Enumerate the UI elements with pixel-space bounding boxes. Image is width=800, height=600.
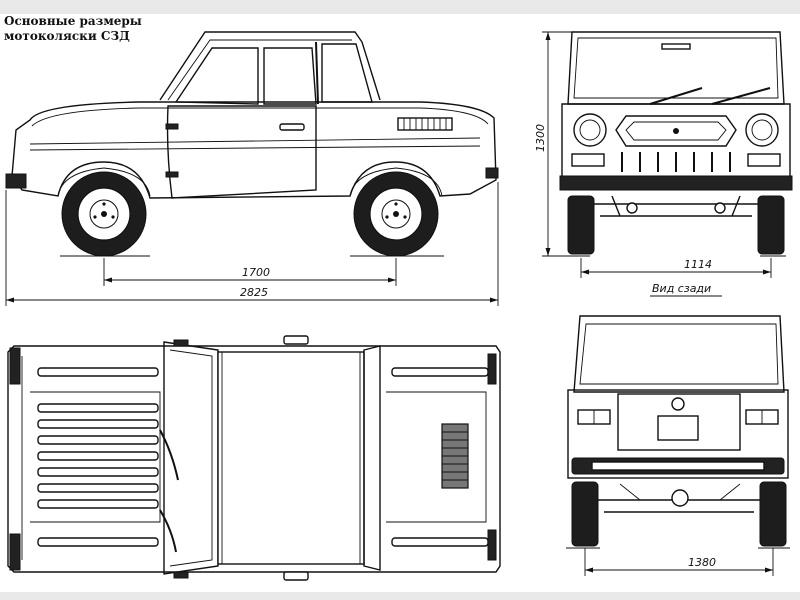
front-track-dimension-label: 1114	[684, 258, 712, 271]
side-view: 1700 2825	[5, 31, 499, 306]
wheelbase-dimension-label: 1700	[242, 266, 270, 279]
drawing-area	[0, 14, 800, 592]
overall-length-dimension-label: 2825	[240, 286, 268, 299]
side-front-wheel	[61, 171, 147, 257]
front-lower-slats	[621, 152, 731, 172]
rear-view-caption: Вид сзади	[652, 282, 711, 295]
rear-view: 1380	[566, 315, 790, 576]
engine-lid-vent	[442, 431, 468, 481]
rear-track-dimension-label: 1380	[688, 556, 716, 569]
front-view: 1300 1114	[534, 31, 793, 278]
top-view	[7, 335, 501, 581]
engine-vent	[397, 117, 453, 131]
side-rear-wheel	[353, 171, 439, 257]
drawing-title-line-2: мотоколяски СЗД	[4, 29, 130, 43]
drawing-title-line-1: Основные размеры	[4, 14, 142, 28]
hood-ribs	[37, 367, 159, 547]
height-dimension-label: 1300	[534, 124, 547, 152]
